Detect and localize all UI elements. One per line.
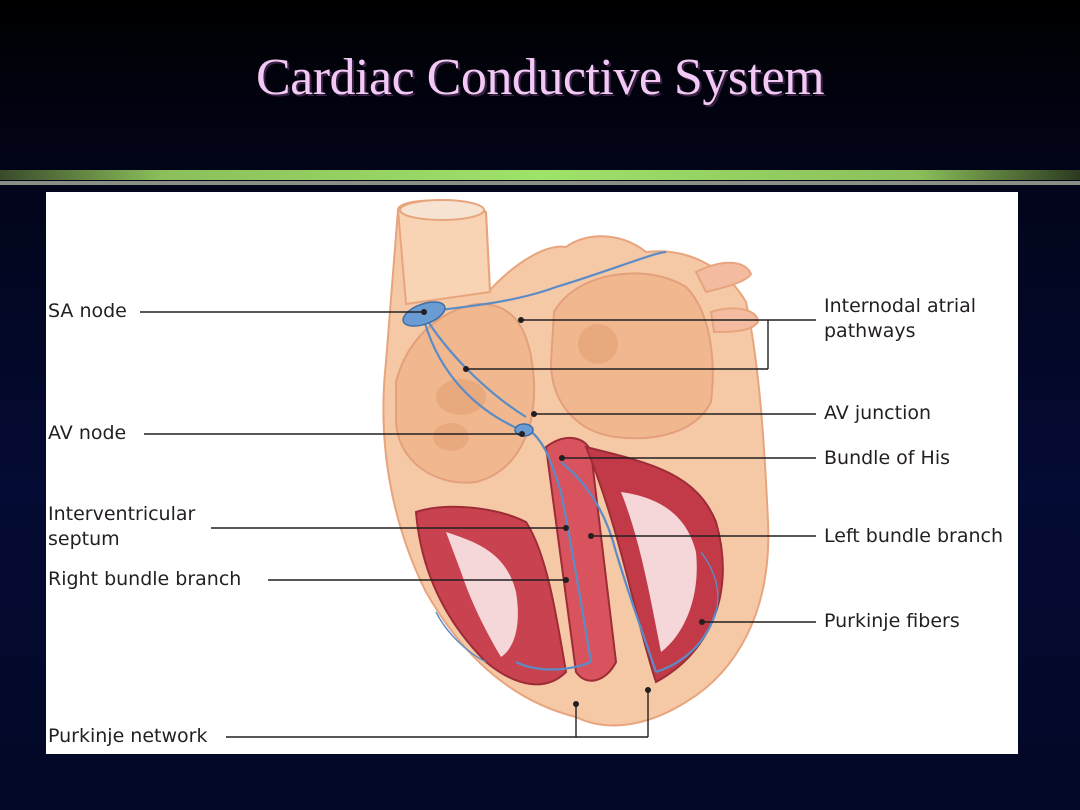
label-sa-node: SA node xyxy=(48,300,127,322)
label-av-junction: AV junction xyxy=(824,402,932,424)
label-left-bundle-branch: Left bundle branch xyxy=(824,525,1004,547)
label-interventricular-septum: Interventricular septum xyxy=(48,503,196,550)
label-right-bundle-branch: Right bundle branch xyxy=(48,568,242,590)
diagram-panel: SA node AV node Interventricular septum … xyxy=(46,192,1018,754)
label-purkinje-network: Purkinje network xyxy=(48,725,208,747)
label-av-node: AV node xyxy=(48,422,127,444)
label-purkinje-fibers: Purkinje fibers xyxy=(824,610,960,632)
title-divider xyxy=(0,170,1080,185)
label-bundle-of-his: Bundle of His xyxy=(824,447,951,469)
septum xyxy=(544,437,618,682)
heart-illustration xyxy=(140,199,816,738)
leader-lines xyxy=(140,311,816,738)
left-atrium xyxy=(549,272,714,440)
leader-dots xyxy=(421,309,705,707)
slide-title: Cardiac Conductive System xyxy=(255,49,825,106)
label-internodal-atrial-pathways: Internodal atrial pathways xyxy=(824,295,977,342)
conduction-pathways xyxy=(420,250,719,674)
